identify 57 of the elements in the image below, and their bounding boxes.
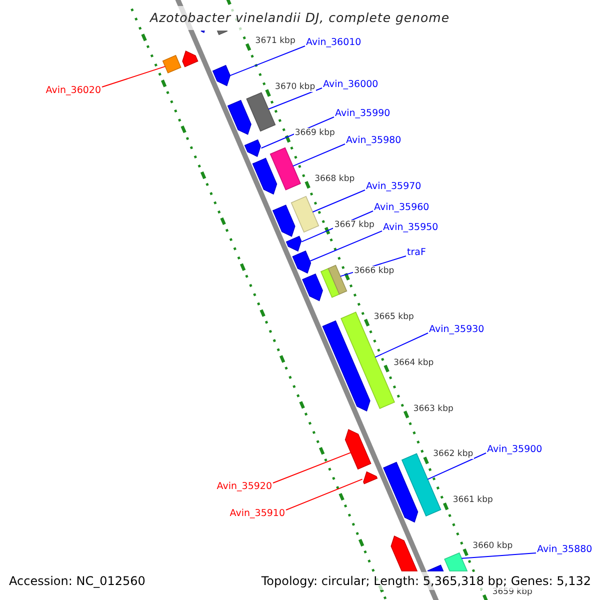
gene-block	[246, 92, 276, 132]
scale-label: 3667 kbp	[333, 220, 376, 230]
gene-label: Avin_35970	[366, 181, 422, 192]
gene-label: Avin_35900	[487, 444, 542, 455]
scale-label: 3671 kbp	[254, 36, 296, 46]
leader-line	[427, 452, 486, 480]
gene-feature	[292, 250, 312, 274]
leader-line	[374, 332, 428, 358]
gene-feature	[383, 462, 418, 523]
gene-feature	[344, 429, 372, 470]
gene-feature	[244, 139, 261, 157]
gene-label: Avin_35960	[374, 202, 430, 213]
leader-line	[461, 552, 536, 559]
gene-feature	[252, 158, 278, 195]
gene-label: Avin_36020	[46, 85, 101, 96]
gene-label: Avin_36010	[306, 37, 362, 48]
leader-line	[309, 230, 382, 262]
gene-feature	[286, 236, 302, 252]
gene-label: traF	[407, 247, 426, 258]
gene-label: Avin_35980	[346, 135, 402, 146]
gene-block	[290, 196, 320, 233]
gene-feature	[390, 536, 418, 572]
gene-block	[340, 312, 396, 410]
gene-block	[320, 268, 340, 298]
leader-line	[268, 88, 322, 110]
gene-feature	[272, 204, 296, 237]
gene-feature	[302, 273, 323, 302]
gene-block	[328, 264, 348, 295]
gene-label: Avin_35880	[537, 544, 592, 555]
gene-block	[270, 147, 301, 190]
leader-line	[312, 190, 366, 213]
leader-line	[286, 478, 363, 510]
gene-feature	[212, 64, 231, 86]
gene-feature	[322, 320, 370, 412]
gene-feature	[182, 50, 198, 68]
leader-line	[292, 144, 346, 167]
leader-line	[230, 46, 306, 76]
scale-label: 3664 kbp	[392, 358, 435, 368]
scale-label: 3668 kbp	[314, 174, 356, 184]
gene-feature	[227, 100, 252, 135]
gene-block	[162, 54, 182, 74]
scale-label: 3670 kbp	[274, 82, 316, 92]
scale-label: 3666 kbp	[353, 266, 396, 276]
gene-feature	[363, 471, 378, 484]
scale-label: 3669 kbp	[294, 128, 336, 138]
scale-label: 3661 kbp	[452, 495, 494, 506]
scale-label: 3665 kbp	[372, 312, 415, 322]
scale-label: 3660 kbp	[472, 541, 514, 552]
scale-label: 3663 kbp	[412, 404, 454, 414]
gene-label: Avin_35920	[216, 481, 272, 492]
leader-line	[272, 452, 352, 484]
gene-label: Avin_35910	[230, 508, 285, 519]
scale-label: 3662 kbp	[432, 449, 474, 460]
gene-label: Avin_35990	[335, 108, 390, 119]
gene-label: Avin_35930	[429, 324, 484, 335]
gene-label: Avin_36000	[323, 79, 378, 90]
gene-label: Avin_35950	[383, 222, 438, 233]
